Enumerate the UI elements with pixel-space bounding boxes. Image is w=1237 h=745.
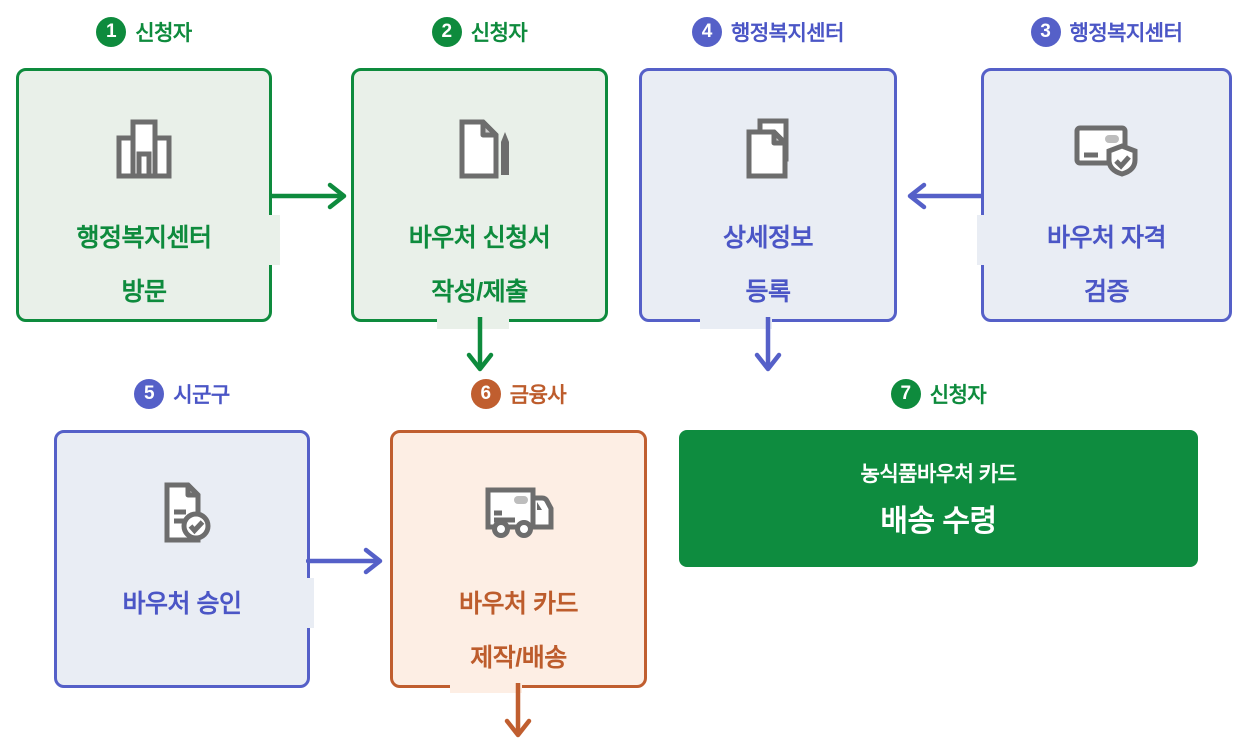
step-4-border-gap [700,316,772,329]
step-3-box: 바우처 자격 검증 [981,68,1232,322]
step-5-header: 5 시군구 [54,377,310,411]
step-1-border-gap [266,215,280,265]
step-2-number-badge: 2 [431,17,462,47]
arrow-step2-down [466,317,494,372]
document-pencil-icon [441,111,519,187]
step-7-box: 농식품바우처 카드 배송 수령 [679,430,1198,567]
step-2-header: 2 신청자 [351,15,608,49]
step-3-title-line1: 바우처 자격 [1047,224,1166,252]
documents-icon [729,111,807,187]
arrow-step1-to-step2 [270,182,347,210]
arrow-step6-down [504,683,532,738]
step-7-title-line2: 배송 수령 [880,504,997,538]
arrow-step3-to-step4 [907,182,984,210]
step-1-box: 행정복지센터 방문 [16,68,272,322]
document-check-icon [143,473,221,553]
step-2-title-line2: 작성/제출 [431,278,528,306]
step-4-actor-label: 행정복지센터 [731,22,844,45]
step-1-number-badge: 1 [96,17,127,47]
step-6-border-gap [450,680,522,693]
step-3-header: 3 행정복지센터 [981,15,1232,49]
truck-icon [480,473,558,553]
step-6-box: 바우처 카드 제작/배송 [390,430,647,688]
step-2-title-line1: 바우처 신청서 [408,224,551,252]
step-2-actor-label: 신청자 [470,22,528,45]
step-2-border-gap [437,316,509,329]
step-6-number-badge: 6 [470,379,501,409]
step-4-title-line2: 등록 [745,278,791,306]
step-3-title-line2: 검증 [1083,278,1130,306]
step-5-number-badge: 5 [134,379,165,409]
step-1-actor-label: 신청자 [135,22,192,45]
card-shield-icon [1068,111,1146,187]
step-7-header: 7 신청자 [679,377,1198,411]
building-icon [105,111,183,187]
step-3-border-gap [977,215,991,265]
step-7-number-badge: 7 [890,379,921,409]
step-2-box: 바우처 신청서 작성/제출 [351,68,608,322]
step-6-title-line1: 바우처 카드 [459,590,578,618]
step-5-title-line1: 바우처 승인 [122,590,242,618]
step-5-box: 바우처 승인 [54,430,310,688]
step-1-title-line1: 행정복지센터 [76,224,212,252]
step-1-header: 1 신청자 [16,15,272,49]
step-5-actor-label: 시군구 [173,384,230,407]
step-6-actor-label: 금융사 [509,384,567,407]
step-1-title-line2: 방문 [121,278,167,306]
step-3-number-badge: 3 [1030,17,1061,47]
step-4-title-line1: 상세정보 [722,224,814,252]
step-7-title-line1: 농식품바우처 카드 [860,462,1017,486]
arrow-step5-to-step6 [306,547,383,575]
step-3-actor-label: 행정복지센터 [1069,22,1183,45]
step-4-number-badge: 4 [692,17,723,47]
step-6-title-line2: 제작/배송 [470,644,567,672]
step-7-actor-label: 신청자 [929,384,987,407]
step-5-border-gap [300,578,314,628]
step-6-header: 6 금융사 [390,377,647,411]
step-4-header: 4 행정복지센터 [639,15,897,49]
arrow-step4-down [754,317,782,372]
step-4-box: 상세정보 등록 [639,68,897,322]
